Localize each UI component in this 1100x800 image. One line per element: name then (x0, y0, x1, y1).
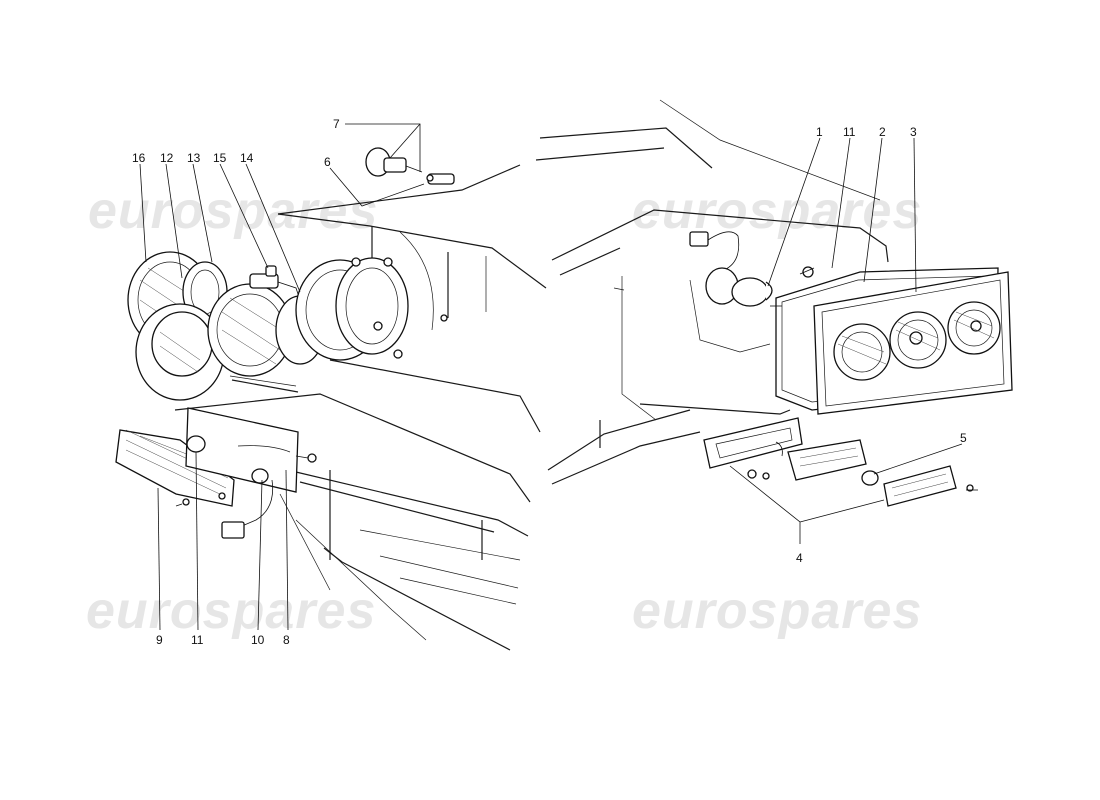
watermark-bottom-left: eurospares (86, 582, 376, 640)
callout-12: 12 (160, 151, 174, 165)
callout-10: 10 (251, 633, 265, 647)
watermarks: eurospares eurospares eurospares eurospa… (86, 182, 922, 640)
rear-body-outline (535, 99, 889, 485)
callout-7: 7 (333, 117, 340, 131)
watermark-bottom-right: eurospares (632, 582, 922, 640)
callout-14: 14 (240, 151, 254, 165)
callout-15: 15 (213, 151, 227, 165)
callout-11-rear: 11 (843, 125, 856, 139)
callout-13: 13 (187, 151, 201, 165)
callout-9: 9 (156, 633, 163, 647)
side-lens-5 (883, 465, 978, 507)
callout-2: 2 (879, 125, 886, 139)
headlight-assembly (115, 147, 455, 539)
front-body-outline (174, 164, 547, 651)
headlight-housing-14 (275, 257, 448, 365)
front-indicator (115, 407, 317, 539)
watermark-top-right: eurospares (632, 182, 922, 240)
callout-numbers: 16 12 13 15 14 7 6 9 11 10 8 1 11 2 3 5 … (132, 117, 967, 647)
callout-11-front: 11 (191, 633, 204, 647)
callout-4: 4 (796, 551, 803, 565)
taillight-assembly (689, 231, 1013, 507)
tail-harness (689, 231, 815, 307)
side-marker-4 (703, 417, 879, 486)
callout-1: 1 (816, 125, 823, 139)
callout-6: 6 (324, 155, 331, 169)
trim-ring (135, 303, 225, 401)
bulb-socket-6-7 (365, 147, 455, 185)
callout-5: 5 (960, 431, 967, 445)
tail-lens-3 (813, 271, 1013, 415)
callout-8: 8 (283, 633, 290, 647)
leader-lines (139, 123, 963, 631)
watermark-top-left: eurospares (88, 182, 378, 240)
callout-3: 3 (910, 125, 917, 139)
callout-16: 16 (132, 151, 146, 165)
